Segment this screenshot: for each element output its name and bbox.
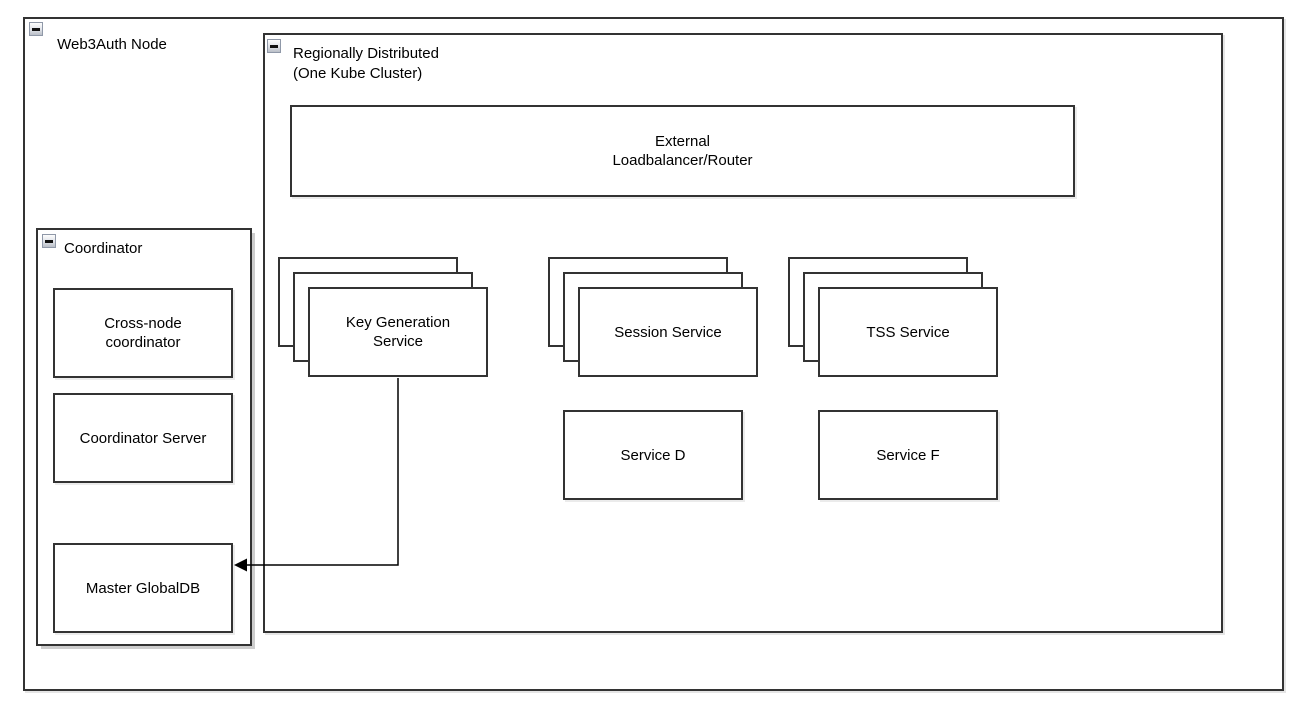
stack-front-layer: TSS Service — [818, 287, 998, 377]
collapse-minus-icon[interactable] — [267, 39, 281, 53]
web3auth-node-label: Web3Auth Node — [57, 36, 167, 53]
node-label: Session Service — [614, 323, 722, 341]
node-service-d[interactable]: Service D — [563, 410, 743, 500]
collapse-minus-icon[interactable] — [29, 22, 43, 36]
stack-front-layer: Key Generation Service — [308, 287, 488, 377]
minus-glyph — [45, 239, 53, 243]
node-label: Service F — [876, 446, 940, 464]
node-label: TSS Service — [866, 323, 950, 341]
node-external-loadbalancer[interactable]: External Loadbalancer/Router — [290, 105, 1075, 197]
stack-front-layer: Session Service — [578, 287, 758, 377]
regionally-distributed-label: Regionally Distributed (One Kube Cluster… — [293, 45, 439, 82]
node-session-service-stack[interactable]: Session Service — [548, 257, 758, 377]
node-key-generation-service-stack[interactable]: Key Generation Service — [278, 257, 488, 377]
node-label: Coordinator Server — [79, 429, 207, 447]
coordinator-label: Coordinator — [64, 240, 143, 257]
node-master-globaldb[interactable]: Master GlobalDB — [53, 543, 233, 633]
node-tss-service-stack[interactable]: TSS Service — [788, 257, 998, 377]
node-label: External Loadbalancer/Router — [612, 133, 753, 169]
node-coordinator-server[interactable]: Coordinator Server — [53, 393, 233, 483]
node-label: Key Generation Service — [345, 314, 451, 350]
node-cross-node-coordinator[interactable]: Cross-node coordinator — [53, 288, 233, 378]
node-label: Master GlobalDB — [85, 579, 201, 597]
node-label: Service D — [620, 446, 686, 464]
collapse-minus-icon[interactable] — [42, 234, 56, 248]
node-label: Cross-node coordinator — [104, 315, 182, 351]
node-service-f[interactable]: Service F — [818, 410, 998, 500]
minus-glyph — [270, 44, 278, 48]
minus-glyph — [32, 27, 40, 31]
